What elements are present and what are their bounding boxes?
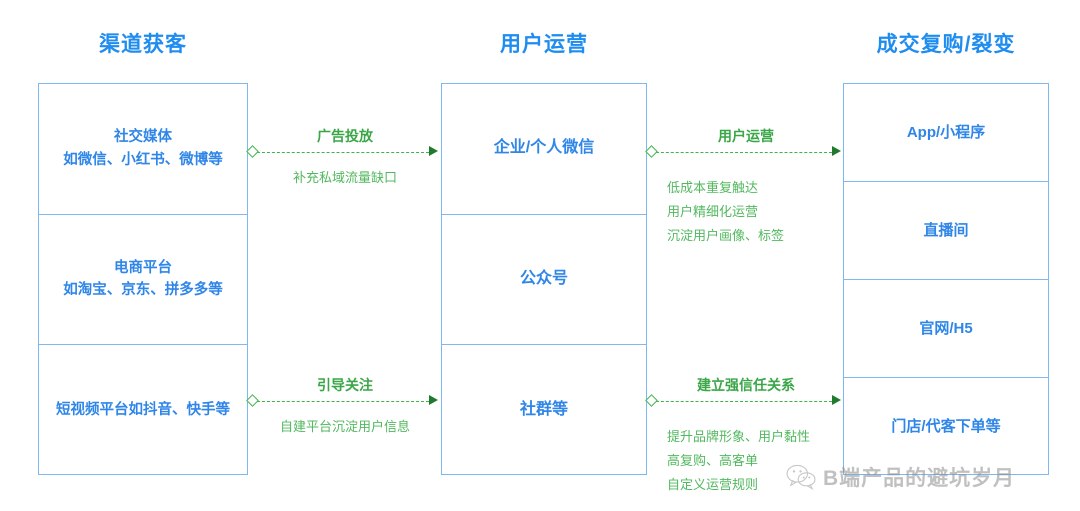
node-title: 门店/代客下单等 bbox=[891, 418, 1001, 436]
node-title: 企业/个人微信 bbox=[493, 139, 595, 157]
node-title: 公众号 bbox=[519, 270, 568, 288]
connector-label: 用户运营 bbox=[718, 128, 774, 144]
node-title: 直播间 bbox=[923, 221, 969, 239]
node-title: 电商平台 bbox=[114, 260, 172, 277]
node-official-account[interactable]: 公众号 bbox=[442, 215, 646, 346]
node-social-media[interactable]: 社交媒体 如微信、小红书、微博等 bbox=[39, 84, 247, 215]
node-title: 社群等 bbox=[519, 401, 568, 419]
node-title: 短视频平台如抖音、快手等 bbox=[56, 402, 230, 419]
node-ecommerce-platform[interactable]: 电商平台 如淘宝、京东、拼多多等 bbox=[39, 215, 247, 346]
column-conversion-fission: App/小程序 直播间 官网/H5 门店/代客下单等 bbox=[843, 83, 1049, 475]
column-user-operation: 企业/个人微信 公众号 社群等 bbox=[441, 83, 647, 475]
node-title: App/小程序 bbox=[906, 123, 986, 141]
connector-source-diamond-icon bbox=[246, 145, 259, 158]
node-live-room[interactable]: 直播间 bbox=[844, 182, 1048, 280]
column-header-channel-acquisition: 渠道获客 bbox=[99, 33, 187, 56]
connector-line bbox=[651, 401, 832, 402]
connector-arrowhead-icon bbox=[429, 146, 438, 156]
node-title: 社交媒体 bbox=[114, 129, 172, 146]
node-app-miniprogram[interactable]: App/小程序 bbox=[844, 84, 1048, 182]
connector-label: 建立强信任关系 bbox=[697, 377, 795, 393]
column-header-conversion-fission: 成交复购/裂变 bbox=[876, 33, 1016, 56]
connector-arrowhead-icon bbox=[429, 395, 438, 405]
node-short-video-platform[interactable]: 短视频平台如抖音、快手等 bbox=[39, 345, 247, 476]
node-enterprise-personal-wechat[interactable]: 企业/个人微信 bbox=[442, 84, 646, 215]
node-website-h5[interactable]: 官网/H5 bbox=[844, 280, 1048, 378]
connector-line bbox=[252, 152, 429, 153]
node-subtitle: 如淘宝、京东、拼多多等 bbox=[63, 282, 223, 299]
connector-source-diamond-icon bbox=[645, 394, 658, 407]
connector-arrowhead-icon bbox=[832, 146, 841, 156]
node-community-group[interactable]: 社群等 bbox=[442, 345, 646, 476]
connector-arrowhead-icon bbox=[832, 395, 841, 405]
connector-line bbox=[651, 152, 832, 153]
node-subtitle: 如微信、小红书、微博等 bbox=[63, 151, 223, 168]
connector-label: 引导关注 bbox=[317, 377, 373, 393]
connector-source-diamond-icon bbox=[645, 145, 658, 158]
connector-source-diamond-icon bbox=[246, 394, 259, 407]
connector-sublabel: 提升品牌形象、用户黏性高复购、高客单自定义运营规则 bbox=[667, 429, 811, 493]
node-title: 官网/H5 bbox=[919, 319, 973, 337]
connector-label: 广告投放 bbox=[317, 128, 373, 144]
node-store-proxy-order[interactable]: 门店/代客下单等 bbox=[844, 378, 1048, 476]
connector-sublabel: 低成本重复触达用户精细化运营沉淀用户画像、标签 bbox=[667, 180, 785, 244]
column-header-user-operation: 用户运营 bbox=[500, 33, 588, 56]
connector-sublabel: 补充私域流量缺口 bbox=[292, 170, 397, 185]
connector-sublabel: 自建平台沉淀用户信息 bbox=[279, 419, 410, 434]
connector-line bbox=[252, 401, 429, 402]
column-channel-acquisition: 社交媒体 如微信、小红书、微博等 电商平台 如淘宝、京东、拼多多等 短视频平台如… bbox=[38, 83, 248, 475]
